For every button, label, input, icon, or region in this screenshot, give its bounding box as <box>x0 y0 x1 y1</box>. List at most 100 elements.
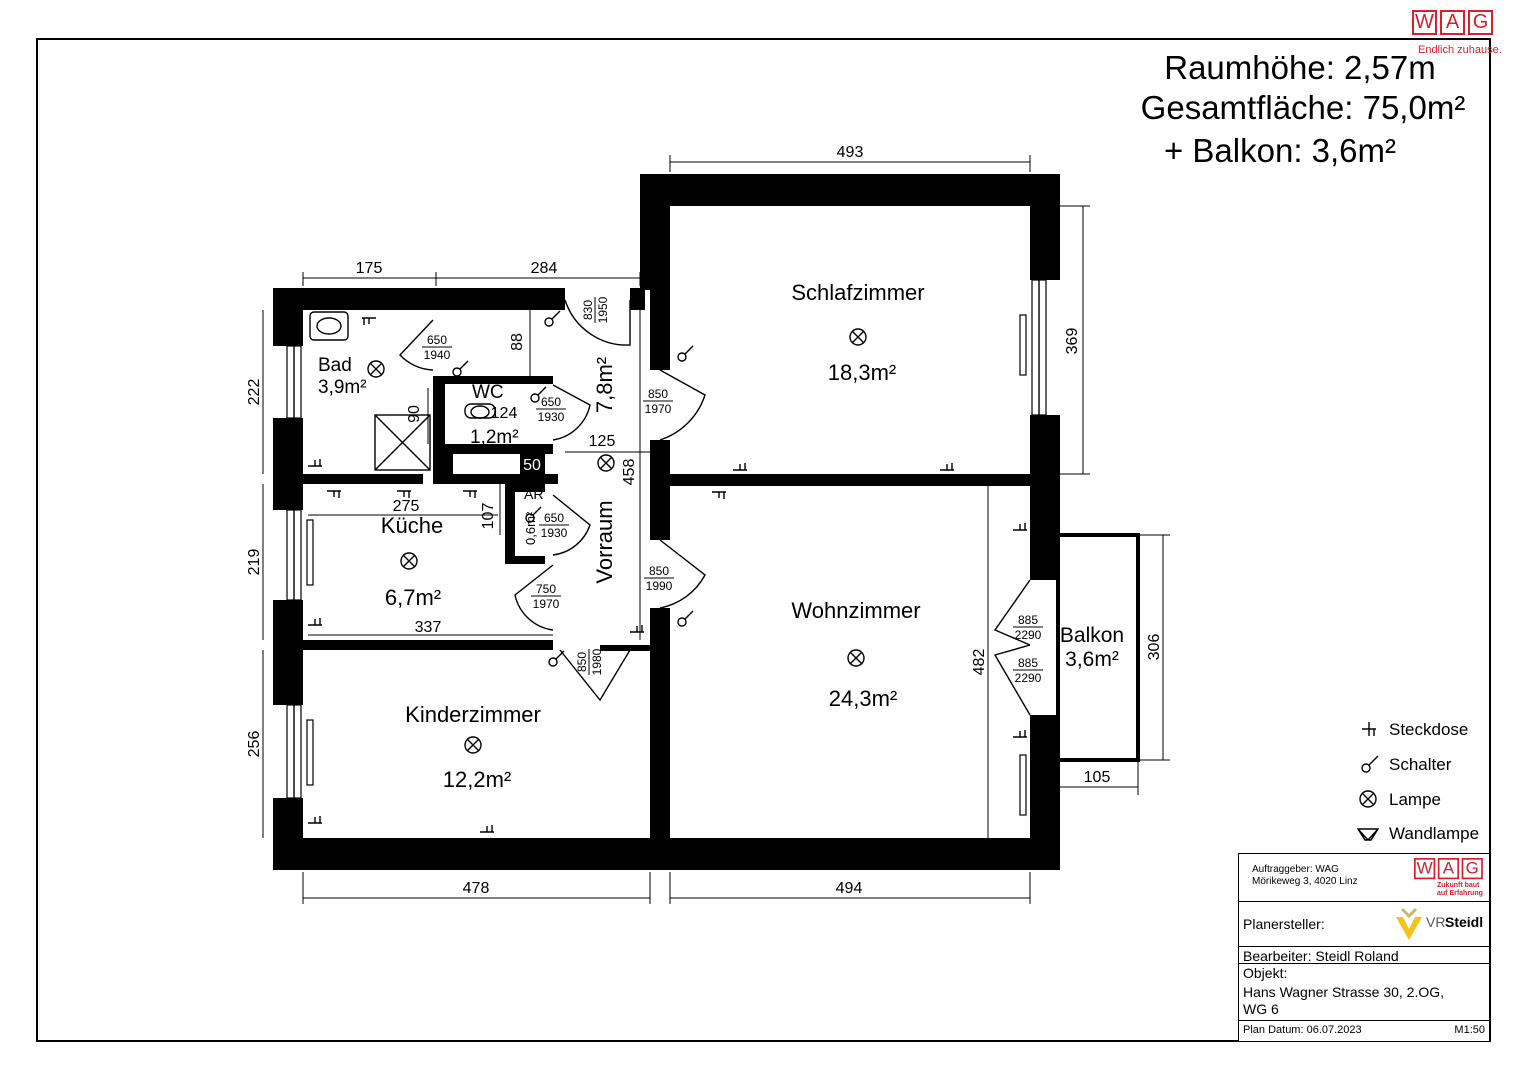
sheet-frame <box>36 38 1491 1042</box>
svg-text:1970: 1970 <box>645 402 672 416</box>
lamp-icon <box>849 328 867 346</box>
svg-text:1970: 1970 <box>533 597 560 611</box>
room-area-wc: 1,2m² <box>470 427 519 448</box>
editor: Bearbeiter: Steidl Roland <box>1243 948 1399 964</box>
dim-284: 284 <box>531 260 558 277</box>
lamp-icon <box>847 649 865 667</box>
plan-scale: M1:50 <box>1454 1024 1485 1036</box>
electrical-symbols <box>308 310 1027 833</box>
svg-text:650: 650 <box>544 511 564 525</box>
dim-256: 256 <box>246 731 263 758</box>
planner-row: Planersteller: VR Steidl <box>1239 901 1489 947</box>
object-line1: Hans Wagner Strasse 30, 2.OG, <box>1243 984 1445 1000</box>
dim-337: 337 <box>415 619 442 636</box>
room-area-vorraum: 7,8m² <box>592 357 617 413</box>
object-label: Objekt: <box>1243 965 1288 981</box>
dim-306: 306 <box>1146 634 1163 661</box>
svg-text:2290: 2290 <box>1015 671 1042 685</box>
wag-logo: W A G <box>1412 10 1496 35</box>
svg-text:1990: 1990 <box>646 579 673 593</box>
dim-458: 458 <box>621 459 638 486</box>
room-area-balkon: 3,6m² <box>1065 648 1119 671</box>
socket-icon <box>1013 730 1027 738</box>
doors <box>399 299 1031 716</box>
lamp-icon <box>400 552 418 570</box>
room-area-kinderzimmer: 12,2m² <box>443 767 511 792</box>
client-name: Auftraggeber: WAG <box>1252 864 1339 875</box>
wag-logo-letter: A <box>1440 10 1465 35</box>
svg-text:850: 850 <box>575 652 589 672</box>
title-block: Auftraggeber: WAG Mörikeweg 3, 4020 Linz… <box>1238 853 1490 1042</box>
switch-icon <box>452 360 469 377</box>
dimension-labels: 493 175 284 222 88 90 124 125 50 275 107… <box>246 144 1163 897</box>
walls <box>273 174 1060 870</box>
object-line2: WG 6 <box>1243 1001 1279 1017</box>
lamp-icon <box>1359 790 1377 808</box>
svg-text:2290: 2290 <box>1015 628 1042 642</box>
dim-90: 90 <box>406 405 423 423</box>
room-name-schlafzimmer: Schlafzimmer <box>791 280 924 305</box>
room-name-balkon: Balkon <box>1060 624 1124 647</box>
planner-label: Planersteller: <box>1243 916 1325 932</box>
legend-socket: Steckdose <box>1389 720 1468 739</box>
room-area-ar: 0,6m² <box>523 511 538 545</box>
svg-text:1980: 1980 <box>590 648 604 675</box>
room-name-bad: Bad <box>318 355 352 376</box>
dim-275: 275 <box>393 498 420 515</box>
planner-logo-vr: VR <box>1426 914 1446 930</box>
object-row: Objekt: Hans Wagner Strasse 30, 2.OG, WG… <box>1239 963 1489 1020</box>
socket-icon <box>308 618 322 626</box>
svg-text:850: 850 <box>648 387 668 401</box>
dim-482: 482 <box>971 649 988 676</box>
dim-369: 369 <box>1064 328 1081 355</box>
dim-219: 219 <box>246 549 263 576</box>
legend-switch: Schalter <box>1389 755 1452 774</box>
wall-lamp-icon <box>1356 828 1380 841</box>
lamp-icon <box>464 736 482 754</box>
socket-icon <box>397 490 411 498</box>
room-name-ar: AR <box>524 486 543 502</box>
room-area-wohnzimmer: 24,3m² <box>829 686 897 711</box>
legend-wall-lamp: Wandlampe <box>1389 824 1479 843</box>
switch-icon <box>677 610 694 627</box>
dim-105: 105 <box>1084 769 1111 786</box>
room-height: Raumhöhe: 2,57m <box>1164 49 1436 86</box>
legend-lamp: Lampe <box>1389 790 1441 809</box>
planner-logo-name: Steidl <box>1445 914 1484 930</box>
windows <box>286 279 1047 816</box>
dim-222: 222 <box>246 379 263 406</box>
socket-icon <box>1013 523 1027 531</box>
plan-date: Plan Datum: 06.07.2023 <box>1243 1024 1362 1036</box>
client-address: Mörikeweg 3, 4020 Linz <box>1252 876 1358 887</box>
svg-text:750: 750 <box>536 582 556 596</box>
room-area-bad: 3,9m² <box>318 377 367 398</box>
room-name-wohnzimmer: Wohnzimmer <box>791 598 920 623</box>
switch-icon <box>544 310 561 327</box>
dim-478: 478 <box>463 880 490 897</box>
socket-icon <box>308 816 322 824</box>
client-logo-tagline: Zukunft baut auf Erfahrung <box>1437 882 1483 897</box>
socket-icon <box>733 463 747 471</box>
socket-icon <box>1362 722 1376 736</box>
dimension-lines <box>262 155 1170 904</box>
socket-icon <box>362 317 376 325</box>
switch-icon <box>530 386 547 403</box>
dim-124: 124 <box>491 405 518 422</box>
date-row: Plan Datum: 06.07.2023 M1:50 <box>1239 1020 1489 1041</box>
svg-text:830: 830 <box>581 300 595 320</box>
client-logo: W A G <box>1414 858 1485 880</box>
socket-icon <box>327 490 341 498</box>
svg-text:885: 885 <box>1018 656 1038 670</box>
room-name-kinderzimmer: Kinderzimmer <box>405 702 541 727</box>
switch-icon <box>525 506 542 523</box>
dim-494: 494 <box>836 880 863 897</box>
wag-logo-letter: W <box>1412 10 1437 35</box>
wag-logo-letter: G <box>1468 10 1493 35</box>
room-name-kueche: Küche <box>381 513 443 538</box>
room-area-schlafzimmer: 18,3m² <box>828 360 896 385</box>
socket-icon <box>308 459 322 467</box>
sanitary <box>309 311 496 471</box>
svg-text:650: 650 <box>541 395 561 409</box>
room-area-kueche: 6,7m² <box>385 585 441 610</box>
